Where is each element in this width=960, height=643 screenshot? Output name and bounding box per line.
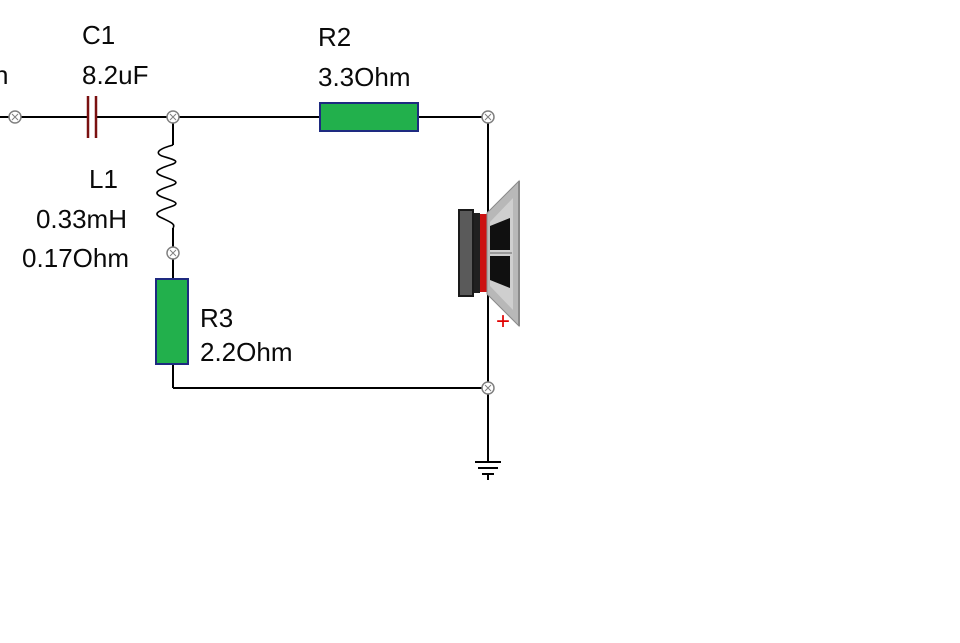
node-icon[interactable] bbox=[166, 246, 180, 260]
c1-value-label: 8.2uF bbox=[82, 60, 149, 90]
left-cut-label: n bbox=[0, 60, 8, 90]
speaker-polarity-mark: + bbox=[496, 308, 510, 335]
r3-name-label: R3 bbox=[200, 303, 233, 333]
l1-name-label: L1 bbox=[89, 164, 118, 194]
inductor-icon[interactable] bbox=[156, 144, 177, 229]
r2-value-label: 3.3Ohm bbox=[318, 62, 411, 92]
wires bbox=[0, 116, 489, 462]
node-icon[interactable] bbox=[481, 381, 495, 395]
l1-resistance-label: 0.17Ohm bbox=[22, 243, 129, 273]
capacitor-icon[interactable] bbox=[86, 96, 98, 138]
c1-name-label: C1 bbox=[82, 20, 115, 50]
node-icon[interactable] bbox=[481, 110, 495, 124]
l1-value-label: 0.33mH bbox=[36, 204, 127, 234]
r3-value-label: 2.2Ohm bbox=[200, 337, 293, 367]
speaker-icon[interactable] bbox=[458, 179, 520, 328]
resistor-icon[interactable] bbox=[155, 278, 189, 365]
node-icon[interactable] bbox=[166, 110, 180, 124]
node-icon[interactable] bbox=[8, 110, 22, 124]
resistor-icon[interactable] bbox=[319, 102, 419, 132]
r2-name-label: R2 bbox=[318, 22, 351, 52]
ground-icon bbox=[475, 461, 501, 480]
